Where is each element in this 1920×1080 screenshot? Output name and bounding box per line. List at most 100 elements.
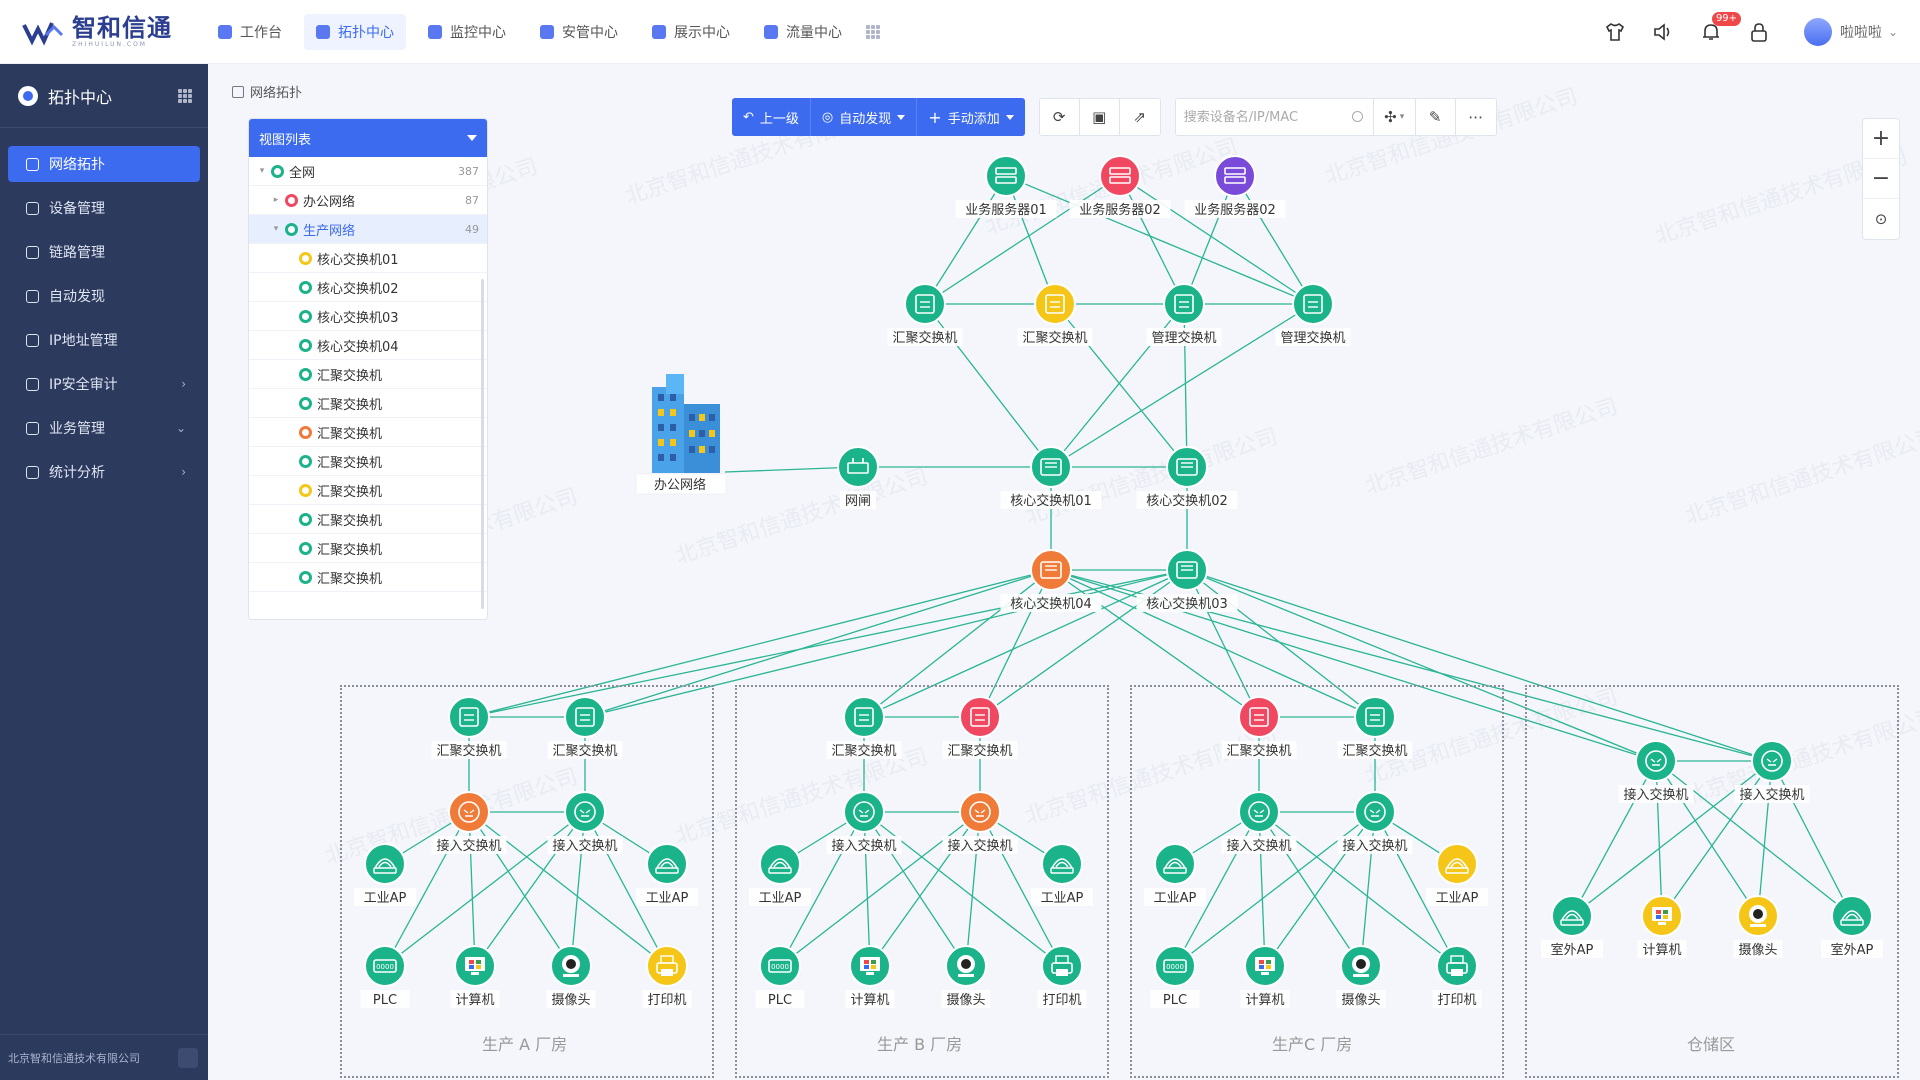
topology-node-pc[interactable]: 计算机 [1240, 945, 1290, 1008]
topology-node-pc[interactable]: 计算机 [845, 945, 895, 1008]
expand-icon[interactable]: ▾ [259, 166, 265, 176]
save-icon[interactable]: ▣ [1080, 99, 1120, 135]
topology-node-switch[interactable]: 汇聚交换机 [826, 696, 902, 759]
sidebar-item-5[interactable]: IP安全审计› [8, 366, 200, 402]
tree-item[interactable]: 汇聚交换机 [249, 389, 487, 418]
topology-node-switch[interactable]: 管理交换机 [1146, 283, 1222, 346]
manual-add-button[interactable]: +手动添加 [917, 98, 1024, 136]
topology-node-switch[interactable]: 管理交换机 [1275, 283, 1351, 346]
topology-link[interactable] [724, 466, 859, 473]
topology-node-building[interactable]: 办公网络 [635, 374, 728, 495]
zoom-in-icon[interactable]: + [1863, 119, 1899, 159]
topology-node-switch[interactable]: 汇聚交换机 [431, 696, 507, 759]
topology-node-pc[interactable]: 计算机 [450, 945, 500, 1008]
refresh-icon[interactable]: ⟳ [1040, 99, 1080, 135]
topology-link[interactable] [1234, 175, 1314, 305]
topology-node-server[interactable]: 业务服务器01 [955, 155, 1057, 218]
sidebar-grid-icon[interactable] [178, 88, 192, 103]
zoom-out-icon[interactable]: − [1863, 159, 1899, 199]
topology-node-access[interactable]: 接入交换机 [826, 791, 902, 854]
topology-node-switch[interactable]: 汇聚交换机 [1337, 696, 1413, 759]
tab-4[interactable]: 展示中心 [640, 14, 742, 50]
topology-node-core[interactable]: 核心交换机01 [1000, 446, 1102, 509]
topology-node-server[interactable]: 业务服务器02 [1069, 155, 1171, 218]
tab-0[interactable]: 工作台 [206, 14, 294, 50]
topology-link[interactable] [1005, 175, 1056, 305]
tree-item[interactable]: 汇聚交换机 [249, 360, 487, 389]
topology-node-switch[interactable]: 汇聚交换机 [1017, 283, 1093, 346]
topology-node-cam[interactable]: 摄像头 [941, 945, 991, 1008]
topology-link[interactable] [1119, 175, 1314, 305]
expand-icon[interactable]: ▸ [273, 195, 279, 205]
topology-node-ap[interactable]: 工业AP [749, 843, 811, 906]
topology-link[interactable] [863, 569, 1188, 718]
tree-item[interactable]: 汇聚交换机 [249, 447, 487, 476]
topology-link[interactable] [1186, 569, 1657, 762]
topology-node-access[interactable]: 接入交换机 [1221, 791, 1297, 854]
topology-node-switch[interactable]: 汇聚交换机 [547, 696, 623, 759]
sidebar-item-7[interactable]: 统计分析› [8, 454, 200, 490]
tree-item[interactable]: 汇聚交换机 [249, 534, 487, 563]
tree-item[interactable]: 核心交换机04 [249, 331, 487, 360]
sidebar-item-6[interactable]: 业务管理⌄ [8, 410, 200, 446]
tree-item[interactable]: 核心交换机03 [249, 302, 487, 331]
export-icon[interactable]: ⇗ [1133, 108, 1146, 126]
edit-icon[interactable]: ✎ [1416, 99, 1456, 135]
sidebar-item-4[interactable]: IP地址管理 [8, 322, 200, 358]
topology-node-access[interactable]: 接入交换机 [431, 791, 507, 854]
expand-icon[interactable]: ▾ [273, 224, 279, 234]
tree-scrollbar[interactable] [481, 279, 484, 609]
topology-node-ap[interactable]: 工业AP [1031, 843, 1093, 906]
tab-5[interactable]: 流量中心 [752, 14, 854, 50]
topology-node-core[interactable]: 核心交换机04 [1000, 549, 1102, 612]
more-icon[interactable]: ⋯ [1468, 108, 1484, 126]
topology-node-cam[interactable]: 摄像头 [1733, 895, 1783, 958]
tree-item[interactable]: 汇聚交换机 [249, 418, 487, 447]
topology-link[interactable] [1186, 569, 1773, 762]
topology-node-printer[interactable]: 打印机 [1432, 945, 1482, 1008]
topology-node-access[interactable]: 接入交换机 [942, 791, 1018, 854]
view-list-dropdown[interactable]: 视图列表 [249, 119, 487, 157]
topology-node-core[interactable]: 核心交换机03 [1136, 549, 1238, 612]
topology-node-switch[interactable]: 汇聚交换机 [1221, 696, 1297, 759]
topology-link[interactable] [924, 175, 1121, 305]
topology-node-server[interactable]: 业务服务器02 [1184, 155, 1286, 218]
topology-node-access[interactable]: 接入交换机 [1618, 740, 1694, 803]
shirt-icon[interactable] [1604, 21, 1626, 43]
sidebar-item-1[interactable]: 设备管理 [8, 190, 200, 226]
tab-3[interactable]: 安管中心 [528, 14, 630, 50]
topology-node-ap[interactable]: 室外AP [1821, 895, 1883, 958]
search-icon[interactable] [1351, 111, 1363, 122]
layout-icon[interactable]: ✣▾ [1374, 99, 1416, 135]
tree-item[interactable]: 核心交换机01 [249, 244, 487, 273]
topology-link[interactable] [1005, 175, 1314, 305]
topology-node-core[interactable]: 核心交换机02 [1136, 446, 1238, 509]
back-button[interactable]: ↶上一级 [732, 98, 811, 136]
topology-link[interactable] [1183, 175, 1236, 305]
tree-item[interactable]: 汇聚交换机 [249, 563, 487, 592]
topology-node-switch[interactable]: 汇聚交换机 [942, 696, 1018, 759]
topology-link[interactable] [1119, 175, 1185, 305]
avatar[interactable] [1803, 18, 1832, 46]
tab-2[interactable]: 监控中心 [416, 14, 518, 50]
sidebar-item-0[interactable]: 网络拓扑 [8, 146, 200, 182]
topology-node-ap[interactable]: 工业AP [354, 843, 416, 906]
bell-icon[interactable]: 99+ [1700, 12, 1742, 43]
speaker-icon[interactable] [1652, 21, 1674, 43]
topology-link[interactable] [468, 569, 1052, 718]
topology-link[interactable] [584, 569, 1052, 718]
collapse-sidebar-icon[interactable] [178, 1048, 198, 1068]
topology-node-access[interactable]: 接入交换机 [1337, 791, 1413, 854]
topology-node-ap[interactable]: 室外AP [1541, 895, 1603, 958]
topology-node-pc[interactable]: 计算机 [1637, 895, 1687, 958]
topology-node-access[interactable]: 接入交换机 [547, 791, 623, 854]
topology-link[interactable] [1050, 569, 1376, 718]
tree-item[interactable]: 核心交换机02 [249, 273, 487, 302]
user-name[interactable]: 啦啦啦 [1839, 25, 1882, 41]
tree-item[interactable]: 汇聚交换机 [249, 505, 487, 534]
fit-view-icon[interactable]: ⊙ [1874, 210, 1888, 228]
search-input[interactable] [1183, 109, 1344, 125]
topology-node-access[interactable]: 接入交换机 [1734, 740, 1810, 803]
topology-link[interactable] [924, 175, 1007, 305]
